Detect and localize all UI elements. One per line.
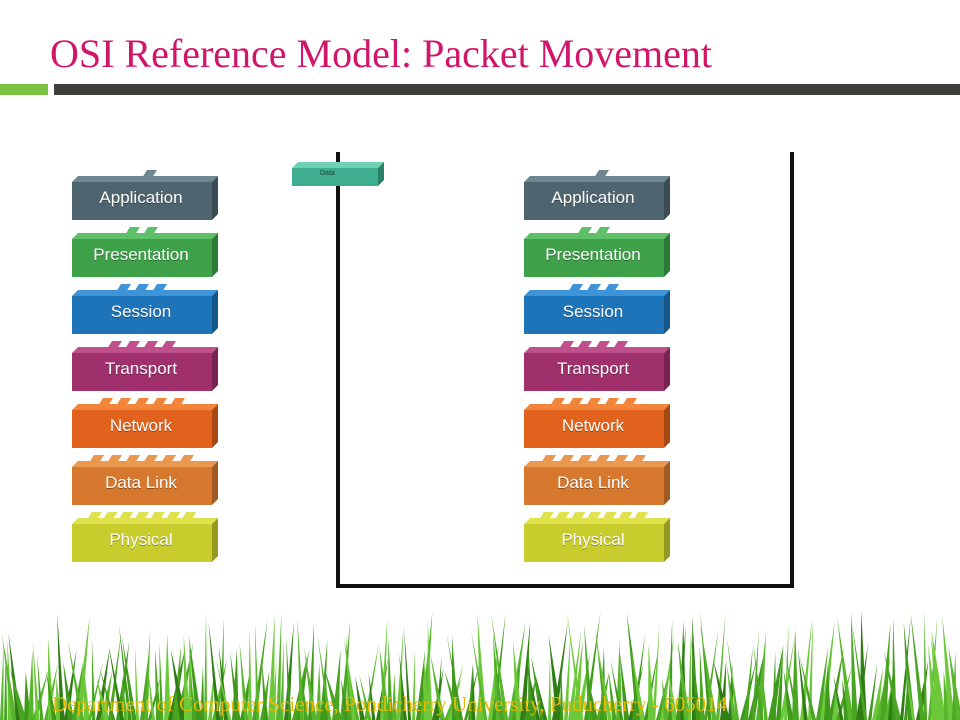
layer-block-shape bbox=[72, 284, 218, 334]
slide-footer: Department of Computer Science, Pondiche… bbox=[52, 692, 728, 716]
packet-path-across bbox=[336, 584, 794, 588]
sender-layer-data-link: Data Link bbox=[72, 453, 218, 505]
data-packet: Data bbox=[290, 160, 386, 186]
sender-layer-presentation: Presentation bbox=[72, 225, 218, 277]
layer-label: Network bbox=[561, 416, 625, 435]
packet-path-down bbox=[336, 152, 340, 588]
layer-label: Data Link bbox=[105, 473, 177, 492]
layer-block-shape bbox=[524, 284, 670, 334]
layer-block-shape bbox=[524, 227, 670, 277]
receiver-layer-network: Network bbox=[524, 396, 670, 448]
layer-label: Application bbox=[551, 188, 635, 207]
layer-block-shape bbox=[72, 455, 218, 505]
layer-block-shape bbox=[72, 398, 218, 448]
layer-block-shape bbox=[524, 512, 670, 562]
receiver-layer-application: Application bbox=[524, 168, 670, 220]
layer-label: Session bbox=[562, 302, 624, 321]
sender-layer-network: Network bbox=[72, 396, 218, 448]
receiver-layer-presentation: Presentation bbox=[524, 225, 670, 277]
title-accent-bar bbox=[0, 84, 48, 95]
layer-label: Presentation bbox=[93, 245, 189, 264]
sender-layer-session: Session bbox=[72, 282, 218, 334]
layer-block-shape bbox=[524, 341, 670, 391]
layer-block-shape bbox=[72, 341, 218, 391]
layer-block-shape bbox=[72, 170, 218, 220]
receiver-layer-physical: Physical bbox=[524, 510, 670, 562]
layer-block-shape bbox=[524, 455, 670, 505]
layer-label: Data Link bbox=[557, 473, 629, 492]
layer-label: Physical bbox=[109, 530, 173, 549]
layer-label: Session bbox=[110, 302, 172, 321]
sender-layer-application: Application bbox=[72, 168, 218, 220]
layer-label: Application bbox=[99, 188, 183, 207]
layer-label: Transport bbox=[556, 359, 630, 378]
layer-block-shape bbox=[524, 170, 670, 220]
layer-block-shape bbox=[72, 227, 218, 277]
data-packet-label: Data bbox=[320, 170, 335, 177]
layer-label: Presentation bbox=[545, 245, 641, 264]
packet-path-up bbox=[790, 152, 794, 588]
receiver-layer-session: Session bbox=[524, 282, 670, 334]
sender-layer-physical: Physical bbox=[72, 510, 218, 562]
grass-decoration bbox=[0, 610, 960, 720]
layer-block-shape bbox=[524, 398, 670, 448]
layer-block-shape bbox=[72, 512, 218, 562]
data-packet-shape bbox=[292, 162, 384, 186]
layer-label: Physical bbox=[561, 530, 625, 549]
layer-label: Transport bbox=[104, 359, 178, 378]
sender-layer-transport: Transport bbox=[72, 339, 218, 391]
receiver-layer-data-link: Data Link bbox=[524, 453, 670, 505]
title-underline-bar bbox=[54, 84, 960, 95]
slide-title: OSI Reference Model: Packet Movement bbox=[50, 31, 713, 76]
layer-label: Network bbox=[109, 416, 173, 435]
receiver-layer-transport: Transport bbox=[524, 339, 670, 391]
